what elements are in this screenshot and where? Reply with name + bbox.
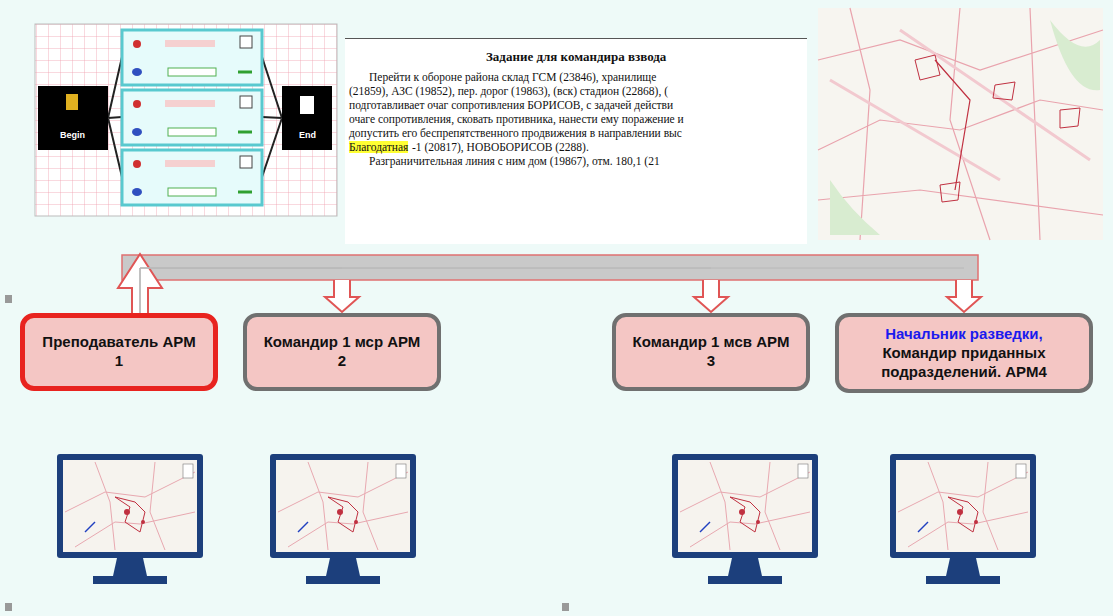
box-text: Командир 1 мсв АРМ 3 xyxy=(628,333,794,371)
workstation-box: Преподаватель АРМ 1 xyxy=(20,313,218,391)
document-page: Задание для командира взводаПерейти к об… xyxy=(345,38,807,244)
workstation-box: Начальник разведки,Командир приданных по… xyxy=(835,313,1093,393)
workstation-box: Командир 1 мсв АРМ 3 xyxy=(612,313,810,391)
document-line: подготавливает очаг сопротивления БОРИСО… xyxy=(349,99,673,111)
box-text: Начальник разведки, xyxy=(885,325,1043,344)
workstation-box: Командир 1 мср АРМ 2 xyxy=(243,313,441,391)
end-label: End xyxy=(299,130,316,140)
start-label: Begin xyxy=(60,130,85,140)
box-text: Командир приданных подразделений. АРМ4 xyxy=(851,344,1077,382)
highlighted-word: Благодатная xyxy=(349,141,408,153)
box-text: Командир 1 мср АРМ 2 xyxy=(259,333,425,371)
command-arrow xyxy=(140,268,728,313)
document-line: очаге сопротивления, сковать противника,… xyxy=(349,113,684,125)
command-arrow xyxy=(140,268,981,313)
box-text: Преподаватель АРМ 1 xyxy=(37,333,201,371)
document-heading: Задание для командира взвода xyxy=(486,49,666,65)
command-arrow xyxy=(140,268,359,313)
document-line: (21859), АЗС (19852), пер. дорог (19863)… xyxy=(349,85,668,97)
document-line: допустить его беспрепятственного продвиж… xyxy=(349,127,682,139)
document-line: -1 (20817), НОВОБОРИСОВ (2288). xyxy=(412,141,589,153)
document-line: Перейти к обороне района склад ГСМ (2384… xyxy=(369,71,656,83)
document-line: Разграничительная линия с ним дом (19867… xyxy=(369,155,660,167)
